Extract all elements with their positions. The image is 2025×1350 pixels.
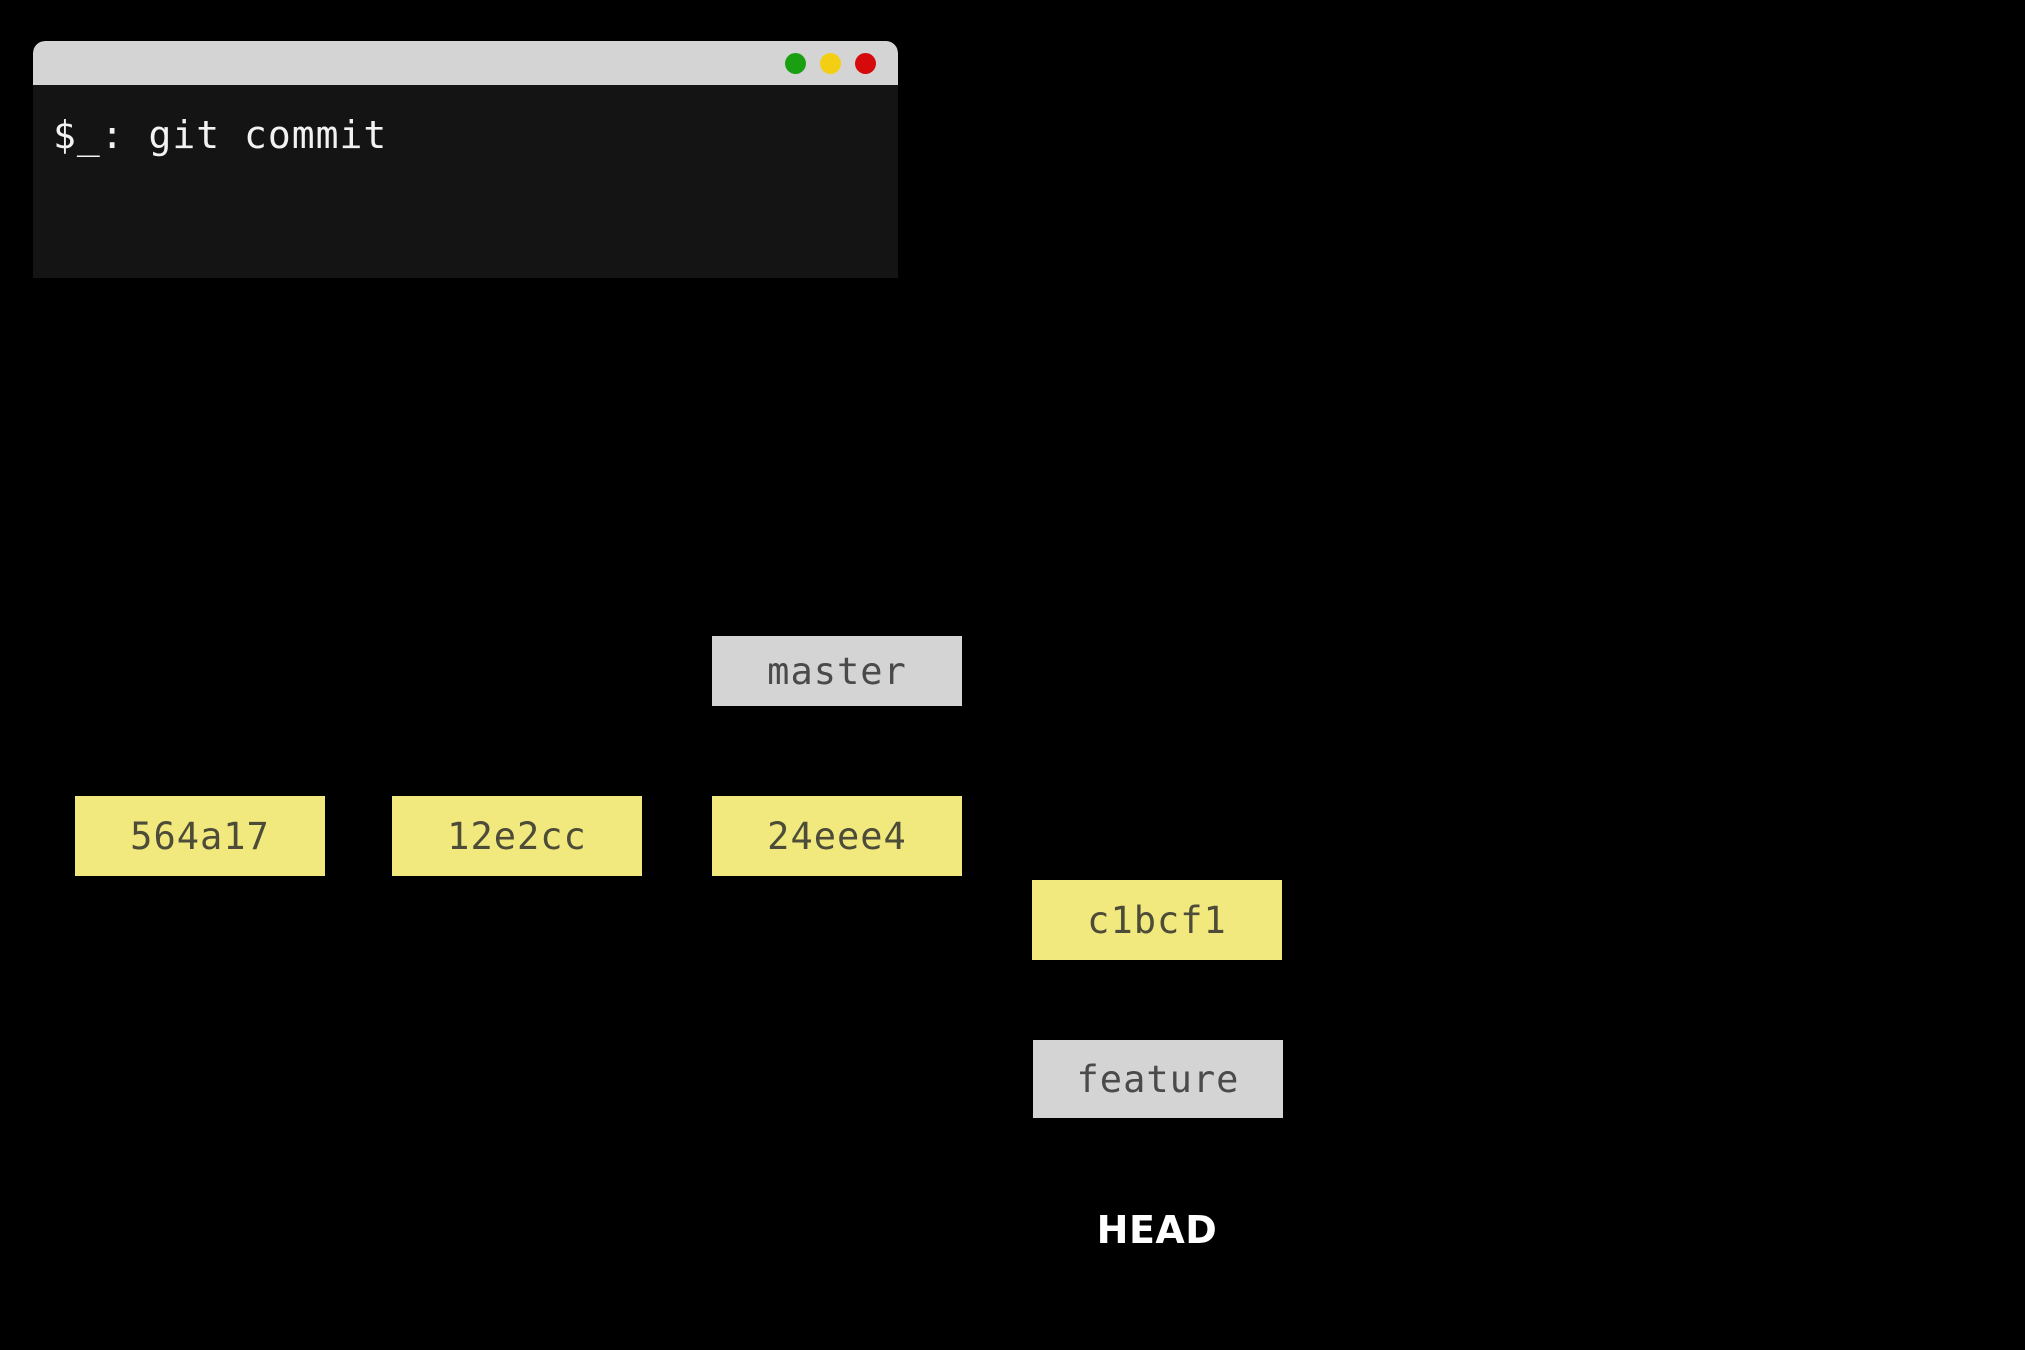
terminal-window[interactable]: $_: git commit: [33, 41, 898, 278]
close-dot[interactable]: [855, 52, 876, 74]
commit-hash: 24eee4: [767, 814, 907, 858]
terminal-titlebar[interactable]: [33, 41, 898, 85]
terminal-command-line: $_: git commit: [53, 113, 388, 157]
branch-name: master: [767, 649, 907, 693]
branch-name: feature: [1076, 1057, 1240, 1101]
branch-label-master[interactable]: master: [712, 636, 962, 706]
commit-node-564a17[interactable]: 564a17: [75, 796, 325, 876]
commit-node-24eee4[interactable]: 24eee4: [712, 796, 962, 876]
commit-node-12e2cc[interactable]: 12e2cc: [392, 796, 642, 876]
commit-hash: c1bcf1: [1087, 898, 1227, 942]
head-label: HEAD: [1096, 1208, 1218, 1252]
commit-hash: 564a17: [130, 814, 270, 858]
branch-label-feature[interactable]: feature: [1033, 1040, 1283, 1118]
commit-hash: 12e2cc: [447, 814, 587, 858]
maximize-dot[interactable]: [820, 52, 841, 74]
window-controls: [785, 41, 876, 85]
minimize-dot[interactable]: [785, 52, 806, 74]
terminal-body[interactable]: $_: git commit: [33, 85, 898, 278]
commit-node-c1bcf1[interactable]: c1bcf1: [1032, 880, 1282, 960]
